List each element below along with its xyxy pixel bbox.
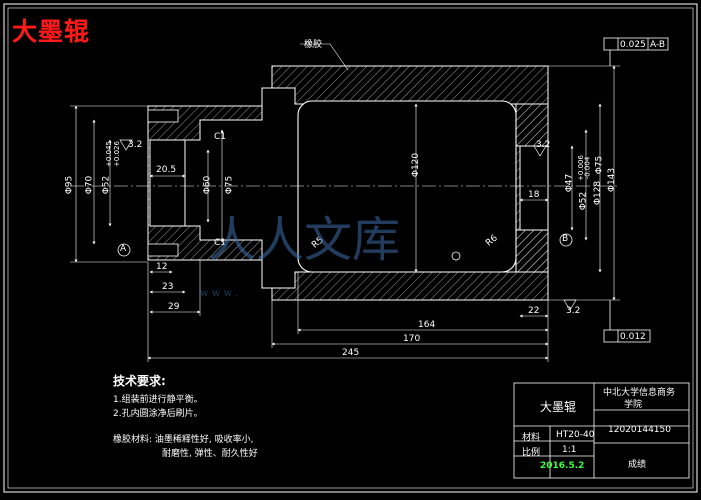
inner-cavity — [297, 100, 517, 273]
rubber-callout: 橡胶 — [304, 40, 323, 50]
dim-d70: Φ70 — [84, 175, 95, 195]
dim-245: 245 — [342, 348, 360, 358]
datum-b: B — [562, 234, 569, 244]
dim-20-5: 20.5 — [156, 165, 177, 175]
gtol-value: 0.025 — [620, 40, 646, 50]
left-bore — [149, 139, 186, 227]
dim-d75: Φ75 — [224, 175, 235, 195]
dim-d47: Φ47 — [564, 173, 575, 193]
note-1: 1.组装前进行静平衡。 — [113, 395, 203, 405]
dim-d128: Φ128 — [593, 180, 604, 206]
dim-chamfer: C1 — [214, 132, 227, 142]
outer-border — [3, 3, 698, 493]
dim-d143: Φ143 — [607, 167, 618, 193]
drawing-title: 大墨辊 — [12, 17, 91, 46]
bolt-hole-bottom — [147, 243, 179, 257]
shaft-step — [261, 66, 273, 300]
dim-d95: Φ95 — [64, 175, 75, 195]
dim-29: 29 — [168, 302, 180, 312]
dim-left-tol-lower: +0.026 — [112, 141, 121, 167]
bolt-hole-top — [147, 109, 179, 123]
dim-170: 170 — [403, 334, 421, 344]
dim-22: 22 — [528, 306, 540, 316]
gtol-datum: A-B — [650, 40, 666, 50]
tb-scale-label: 比例 — [522, 448, 541, 458]
roughness-bottom: 3.2 — [566, 306, 581, 316]
dim-left-tol-upper: +0.045 — [104, 141, 113, 167]
tb-material-value: HT20-40 — [556, 430, 595, 440]
dim-d75r: Φ75 — [594, 155, 605, 175]
tb-drawing-no: 12020144150 — [608, 425, 671, 435]
roughness-left: 3.2 — [128, 140, 143, 150]
dim-d52r: Φ52 — [578, 191, 589, 211]
dim-d120: Φ120 — [411, 152, 422, 178]
tb-part-name: 大墨辊 — [540, 400, 577, 414]
dim-right-tol-lower: -0.004 — [583, 156, 592, 180]
right-bore — [519, 145, 549, 231]
datum-a: A — [120, 244, 127, 254]
inner-border — [7, 7, 694, 489]
tb-material-label: 材料 — [522, 433, 541, 443]
gtol-bottom-value: 0.012 — [620, 332, 646, 342]
title-block — [513, 382, 690, 479]
dim-chamfer2: C1 — [214, 238, 227, 248]
rubber-note-2: 耐磨性, 弹性、耐久性好 — [162, 449, 258, 459]
tb-school-1: 中北大学信息商务 — [603, 388, 676, 398]
tb-school-2: 学院 — [624, 400, 643, 410]
tb-author: 成绩 — [628, 460, 647, 470]
dim-164: 164 — [418, 320, 436, 330]
tb-date: 2016.5.2 — [540, 461, 585, 471]
watermark-logo: 人人文库 — [208, 212, 401, 268]
dim-12: 12 — [156, 262, 168, 272]
note-2: 2.孔内圆涂净后刷片。 — [113, 409, 203, 419]
notes-heading: 技术要求: — [113, 374, 166, 388]
dim-18: 18 — [528, 190, 540, 200]
rubber-note-1: 橡胶材料: 油墨稀释性好, 吸收率小, — [113, 435, 254, 445]
dim-d60: Φ60 — [202, 175, 213, 195]
roughness-right: 3.2 — [536, 140, 551, 150]
tb-scale-value: 1:1 — [562, 445, 577, 455]
dim-d52: Φ52 — [101, 175, 112, 195]
watermark-url: w w w . — [200, 288, 239, 299]
dim-23: 23 — [162, 282, 174, 292]
